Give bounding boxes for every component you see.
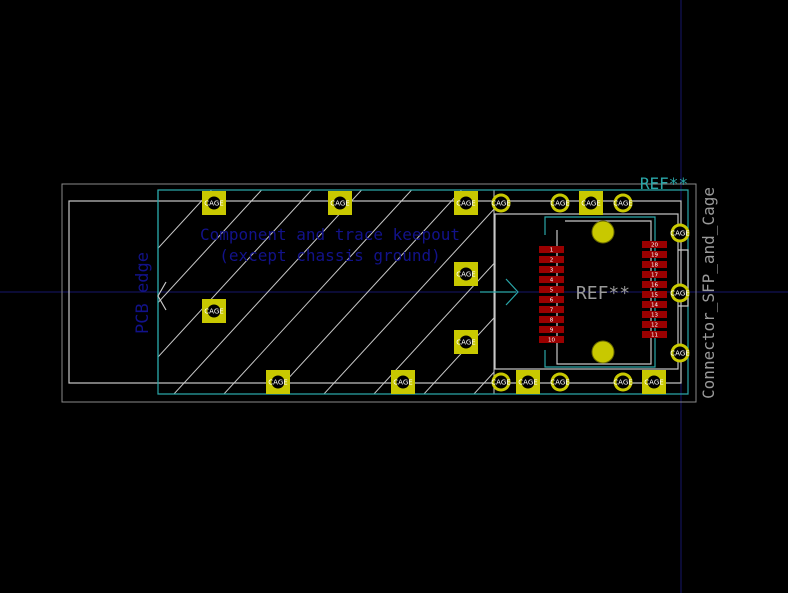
cage-pad-square[interactable]: CAGE xyxy=(642,370,666,394)
locating-pad-top[interactable] xyxy=(591,220,615,244)
smd-pad-right[interactable]: 13 xyxy=(642,311,667,319)
smd-pad-right[interactable]: 18 xyxy=(642,261,667,269)
cage-pad-round[interactable]: CAGE xyxy=(670,343,690,363)
smd-pad-right[interactable]: 17 xyxy=(642,271,667,279)
pin-number: 2 xyxy=(550,258,554,264)
cage-label: CAGE xyxy=(550,200,569,208)
pin-number: 8 xyxy=(550,318,554,324)
pin-number: 1 xyxy=(550,248,554,254)
keepout-text-line2: (except chassis ground) xyxy=(219,246,441,265)
cage-label: CAGE xyxy=(518,379,537,387)
cage-pad-round[interactable]: CAGE xyxy=(670,223,690,243)
smd-pad-left[interactable]: 2 xyxy=(539,256,564,264)
smd-pad-left[interactable]: 1 xyxy=(539,246,564,254)
keepout-text-line1: Component and trace keepout xyxy=(200,225,460,244)
cage-pad-square[interactable]: CAGE xyxy=(579,191,603,215)
cage-label: CAGE xyxy=(204,308,223,316)
cage-pad-square[interactable]: CAGE xyxy=(454,330,478,354)
smd-pads-right: 20 19 18 17 16 15 14 13 12 11 xyxy=(642,241,667,339)
footprint-ref-center[interactable]: REF** xyxy=(576,283,630,304)
pin-number: 12 xyxy=(651,323,658,329)
locating-pad-bottom[interactable] xyxy=(591,340,615,364)
smd-pad-left[interactable]: 4 xyxy=(539,276,564,284)
smd-pad-left[interactable]: 8 xyxy=(539,316,564,324)
cage-label: CAGE xyxy=(456,200,475,208)
cage-pad-round[interactable]: CAGE xyxy=(491,372,511,392)
smd-pads-left: 1 2 3 4 5 6 7 8 9 10 xyxy=(539,246,564,344)
cage-label: CAGE xyxy=(330,200,349,208)
pin-number: 6 xyxy=(550,298,554,304)
cage-label: CAGE xyxy=(456,339,475,347)
cage-label: CAGE xyxy=(613,379,632,387)
pin-number: 7 xyxy=(550,308,554,314)
smd-pad-right[interactable]: 19 xyxy=(642,251,667,259)
cage-pads: CAGE CAGE CAGE CAGE CAGE CAGE CAGE CAGE CAGE CAGE… xyxy=(202,191,690,394)
cage-pad-round[interactable]: CAGE xyxy=(491,193,511,213)
cage-label: CAGE xyxy=(550,379,569,387)
pin-number: 9 xyxy=(550,328,554,334)
cage-label: CAGE xyxy=(456,271,475,279)
footprint-value-label[interactable]: Connector_SFP_and_Cage xyxy=(699,187,718,399)
smd-pad-left[interactable]: 5 xyxy=(539,286,564,294)
cage-pad-square[interactable]: CAGE xyxy=(516,370,540,394)
cage-pad-round[interactable]: CAGE xyxy=(550,193,570,213)
pin-number: 20 xyxy=(651,243,658,249)
footprint-ref-top[interactable]: REF** xyxy=(640,174,688,193)
pin-number: 14 xyxy=(651,303,658,309)
smd-pad-right[interactable]: 11 xyxy=(642,331,667,339)
cage-label: CAGE xyxy=(644,379,663,387)
pin-number: 15 xyxy=(651,293,658,299)
cage-label: CAGE xyxy=(268,379,287,387)
connector-right-notch xyxy=(678,249,689,307)
cage-label: CAGE xyxy=(393,379,412,387)
cage-pad-square[interactable]: CAGE xyxy=(266,370,290,394)
cage-pad-square[interactable]: CAGE xyxy=(454,191,478,215)
smd-pad-right[interactable]: 14 xyxy=(642,301,667,309)
pin-number: 13 xyxy=(651,313,658,319)
pcb-edge-label: PCB edge xyxy=(133,252,153,334)
pin-number: 17 xyxy=(651,273,658,279)
smd-pad-right[interactable]: 16 xyxy=(642,281,667,289)
cage-label: CAGE xyxy=(670,290,689,298)
cage-label: CAGE xyxy=(491,379,510,387)
cage-label: CAGE xyxy=(613,200,632,208)
cage-label: CAGE xyxy=(581,200,600,208)
smd-pad-left[interactable]: 6 xyxy=(539,296,564,304)
pin-number: 11 xyxy=(651,333,658,339)
smd-pad-left[interactable]: 10 xyxy=(539,336,564,344)
smd-pad-left[interactable]: 3 xyxy=(539,266,564,274)
smd-pad-right[interactable]: 12 xyxy=(642,321,667,329)
smd-pad-right[interactable]: 15 xyxy=(642,291,667,299)
pin-number: 3 xyxy=(550,268,554,274)
cage-pad-square[interactable]: CAGE xyxy=(454,262,478,286)
cage-label: CAGE xyxy=(670,350,689,358)
cage-pad-round[interactable]: CAGE xyxy=(670,283,690,303)
fab-outline-outer xyxy=(61,183,697,403)
cage-label: CAGE xyxy=(204,200,223,208)
smd-pad-left[interactable]: 9 xyxy=(539,326,564,334)
smd-pad-right[interactable]: 20 xyxy=(642,241,667,249)
cage-label: CAGE xyxy=(670,230,689,238)
cage-pad-square[interactable]: CAGE xyxy=(202,299,226,323)
pin-number: 19 xyxy=(651,253,658,259)
smd-pad-left[interactable]: 7 xyxy=(539,306,564,314)
cage-pad-square[interactable]: CAGE xyxy=(202,191,226,215)
cage-label: CAGE xyxy=(491,200,510,208)
pin-number: 16 xyxy=(651,283,658,289)
pin-number: 5 xyxy=(550,288,554,294)
pcb-edge-marker xyxy=(157,281,167,311)
pin-number: 4 xyxy=(550,278,554,284)
cage-pad-round[interactable]: CAGE xyxy=(613,193,633,213)
pin-number: 18 xyxy=(651,263,658,269)
cage-pad-round[interactable]: CAGE xyxy=(550,372,570,392)
cage-pad-square[interactable]: CAGE xyxy=(391,370,415,394)
cage-pad-square[interactable]: CAGE xyxy=(328,191,352,215)
pin-number: 10 xyxy=(548,338,555,344)
insertion-arrow-icon xyxy=(480,278,519,306)
cage-pad-round[interactable]: CAGE xyxy=(613,372,633,392)
